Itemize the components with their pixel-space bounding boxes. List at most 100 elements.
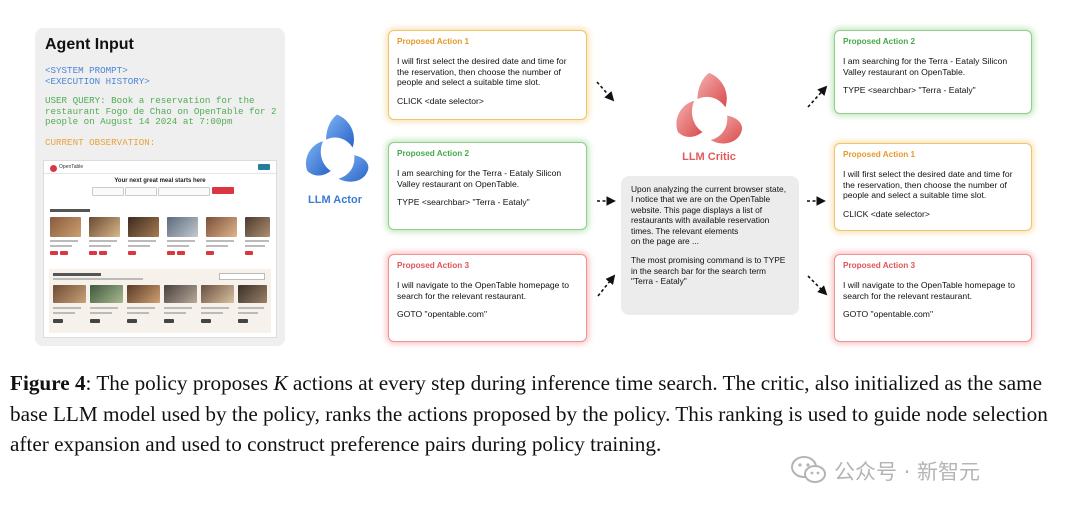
- screenshot-text-line: [50, 245, 72, 247]
- ranked-action-text: I will navigate to the OpenTable homepag…: [843, 279, 1018, 301]
- screenshot-time-tag: [53, 319, 63, 323]
- llm-actor-label: LLM Actor: [308, 194, 362, 206]
- screenshot-restaurant-image: [127, 285, 160, 303]
- opentable-logo-icon: [50, 165, 57, 172]
- ranked-action-title: Proposed Action 2: [843, 37, 916, 46]
- screenshot-text-line: [127, 307, 155, 309]
- screenshot-time-tag: [128, 251, 136, 255]
- proposed-action-command: CLICK <date selector>: [397, 96, 484, 107]
- screenshot-headline: Your next great meal starts here: [114, 178, 206, 184]
- screenshot-divider: [44, 173, 276, 174]
- screenshot-time-tag: [60, 251, 68, 255]
- proposed-action-text: I am searching for the Terra - Eataly Si…: [397, 167, 564, 189]
- caption-text-start: : The policy proposes: [85, 371, 274, 395]
- flow-arrows: [596, 81, 828, 297]
- proposed-action-card-3: Proposed Action 3 I will navigate to the…: [388, 254, 587, 342]
- caption-number: 4: [74, 371, 86, 395]
- screenshot-date-box: [92, 187, 124, 196]
- screenshot-search-box: [158, 187, 210, 196]
- screenshot-text-line: [89, 245, 111, 247]
- wechat-watermark: 公众号 · 新智元: [790, 456, 1060, 484]
- screenshot-section-label: [53, 273, 101, 276]
- screenshot-text-line: [167, 245, 189, 247]
- screenshot-restaurant-image: [164, 285, 197, 303]
- execution-history-tag: <EXECUTION HISTORY>: [45, 75, 150, 87]
- arrow-critic-to-rank3: [807, 275, 828, 296]
- ranked-action-command: TYPE <searchbar> "Terra - Eataly": [843, 85, 976, 96]
- critic-reasoning-box: Upon analyzing the current browser state…: [621, 176, 799, 315]
- current-observation-label: CURRENT OBSERVATION:: [45, 137, 156, 148]
- screenshot-time-tag: [238, 319, 248, 323]
- screenshot-time-tag: [90, 319, 100, 323]
- screenshot-text-line: [53, 307, 81, 309]
- screenshot-text-line: [89, 240, 117, 242]
- ranked-action-command: GOTO "opentable.com": [843, 309, 934, 320]
- caption-label-word: Figure: [10, 371, 70, 395]
- screenshot-restaurant-image: [201, 285, 234, 303]
- screenshot-time-tag: [167, 251, 175, 255]
- ranked-action-title: Proposed Action 3: [843, 261, 916, 270]
- screenshot-time-tag: [206, 251, 214, 255]
- screenshot-text-line: [128, 245, 150, 247]
- agent-input-title: Agent Input: [45, 36, 134, 53]
- screenshot-text-line: [206, 240, 234, 242]
- system-prompt-tag: <SYSTEM PROMPT>: [45, 65, 128, 76]
- screenshot-text-line: [201, 312, 223, 314]
- proposed-action-title: Proposed Action 2: [397, 149, 470, 158]
- llm-critic-logo-icon: [676, 72, 743, 144]
- critic-analysis-text: Upon analyzing the current browser state…: [631, 184, 787, 247]
- screenshot-time-box: [125, 187, 157, 196]
- ranked-action-title: Proposed Action 1: [843, 150, 916, 159]
- screenshot-restaurant-image: [53, 285, 86, 303]
- proposed-action-command: GOTO "opentable.com": [397, 309, 488, 320]
- screenshot-time-tag: [164, 319, 174, 323]
- critic-conclusion-text: The most promising command is to TYPE in…: [631, 255, 786, 287]
- screenshot-section-button: [219, 273, 265, 280]
- proposed-action-card-1: Proposed Action 1 I will first select th…: [388, 30, 587, 120]
- screenshot-text-line: [50, 240, 78, 242]
- screenshot-second-section: [49, 269, 271, 333]
- screenshot-restaurant-image: [206, 217, 237, 237]
- screenshot-time-tag: [201, 319, 211, 323]
- screenshot-text-line: [238, 307, 264, 309]
- screenshot-restaurant-image: [50, 217, 81, 237]
- screenshot-text-line: [206, 245, 228, 247]
- llm-actor-logo-icon: [305, 114, 369, 182]
- llm-critic-label: LLM Critic: [682, 151, 736, 163]
- screenshot-time-tag: [99, 251, 107, 255]
- screenshot-restaurant-image: [238, 285, 267, 303]
- screenshot-section-subtitle: [53, 278, 143, 280]
- arrow-action1-to-critic: [596, 81, 615, 102]
- screenshot-text-line: [128, 240, 156, 242]
- caption-text-rest: actions at every step during inference t…: [10, 371, 1048, 456]
- proposed-action-command: TYPE <searchbar> "Terra - Eataly": [397, 197, 530, 208]
- screenshot-restaurant-image: [245, 217, 270, 237]
- arrow-action3-to-critic: [597, 274, 616, 297]
- screenshot-text-line: [164, 312, 186, 314]
- figure-caption: Figure 4: The policy proposes K actions …: [10, 368, 1072, 460]
- screenshot-text-line: [167, 240, 195, 242]
- screenshot-time-tag: [177, 251, 185, 255]
- ranked-action-text: I will first select the desired date and…: [843, 168, 1015, 201]
- screenshot-brand: OpenTable: [59, 164, 84, 170]
- ranked-action-card-1: Proposed Action 2 I am searching for the…: [834, 30, 1032, 114]
- agent-input-panel: Agent Input <SYSTEM PROMPT> <EXECUTION H…: [35, 28, 285, 346]
- screenshot-text-line: [90, 312, 112, 314]
- screenshot-signin-button: [258, 164, 270, 170]
- proposed-action-title: Proposed Action 1: [397, 37, 470, 46]
- screenshot-section-label: [50, 209, 90, 212]
- proposed-action-text: I will navigate to the OpenTable homepag…: [397, 279, 572, 301]
- wechat-icon: [791, 456, 826, 483]
- ranked-action-command: CLICK <date selector>: [843, 209, 930, 220]
- screenshot-restaurant-image: [90, 285, 123, 303]
- screenshot-search-button: [212, 187, 234, 194]
- screenshot-restaurant-image: [167, 217, 198, 237]
- screenshot-time-tag: [127, 319, 137, 323]
- screenshot-time-tag: [50, 251, 58, 255]
- caption-k-variable: K: [273, 371, 288, 395]
- screenshot-time-tag: [245, 251, 253, 255]
- caption-label: Figure 4: [10, 371, 86, 395]
- screenshot-text-line: [201, 307, 229, 309]
- screenshot-text-line: [164, 307, 192, 309]
- screenshot-text-line: [245, 245, 265, 247]
